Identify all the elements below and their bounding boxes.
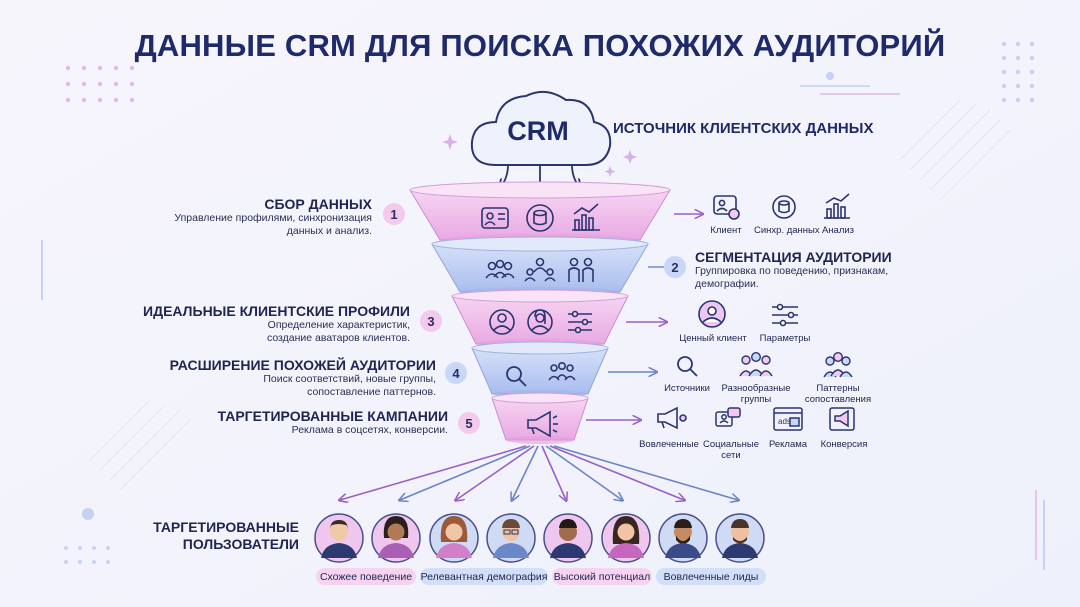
- bar-chart-icon: [572, 203, 600, 231]
- sliders-icon: [568, 310, 592, 334]
- user-avatar-5: [543, 513, 593, 563]
- label-data-sync: Синхр. данных: [754, 225, 820, 236]
- label-analysis: Анализ: [821, 225, 855, 236]
- stage-5-number: 5: [458, 412, 480, 434]
- tag-relevant-demography: Релевантная демография: [420, 568, 548, 585]
- user-avatar-2: [371, 513, 421, 563]
- ads-screen-icon: ads: [773, 407, 803, 431]
- stage-3-text: ИДЕАЛЬНЫЕ КЛИЕНТСКИЕ ПРОФИЛИ Определение…: [143, 303, 410, 345]
- client-profile-icon: [713, 195, 740, 220]
- analytics-icon: [824, 193, 850, 219]
- sparkle-decoration: [442, 134, 637, 177]
- stage-3-number: 3: [420, 310, 442, 332]
- stage-5-desc-line-1: Реклама в соцсетях, конверсии.: [291, 424, 448, 436]
- funnel-layer-4: [471, 341, 609, 398]
- funnel-layer-1: [409, 181, 671, 246]
- social-chat-icon: [715, 407, 741, 427]
- stage-2-desc-line-1: Группировка по поведению, признакам,: [695, 265, 889, 277]
- woman-circle-icon: [527, 309, 553, 335]
- svg-text:ads: ads: [778, 417, 791, 426]
- stage-4-desc-line-1: Поиск соответствий, новые группы,: [263, 373, 436, 385]
- stage-1-text: СБОР ДАННЫХ Управление профилями, синхро…: [174, 196, 372, 238]
- database-sync-icon: [526, 204, 554, 232]
- label-sources: Источники: [664, 383, 710, 394]
- stage-2-text: СЕГМЕНТАЦИЯ АУДИТОРИИ Группировка по пов…: [695, 249, 892, 291]
- funnel-layer-2: [431, 236, 649, 297]
- diverse-groups-icon: [739, 352, 773, 377]
- funnel-layer-5: [491, 392, 589, 444]
- sources-search-icon: [677, 356, 698, 377]
- label-client: Клиент: [710, 225, 742, 236]
- stage-3-desc-line-1: Определение характеристик,: [267, 319, 410, 331]
- group-icon-3: [568, 257, 594, 282]
- user-avatar-8: [715, 513, 765, 563]
- engaged-megaphone-icon: [657, 406, 687, 430]
- user-avatar-6: [601, 513, 651, 563]
- dot-grid-bottom-left: [64, 546, 110, 564]
- stage-1-desc-line-1: Управление профилями, синхронизация: [174, 212, 372, 224]
- page-title: ДАННЫЕ CRM ДЛЯ ПОИСКА ПОХОЖИХ АУДИТОРИЙ: [134, 28, 946, 63]
- crm-label: CRM: [507, 116, 569, 146]
- conversion-megaphone-icon: [829, 407, 855, 431]
- stage-1-title: СБОР ДАННЫХ: [264, 196, 372, 212]
- stage-1-desc-line-2: данных и анализ.: [286, 225, 372, 237]
- stage-5-text: ТАРГЕТИРОВАННЫЕ КАМПАНИИ Реклама в соцсе…: [218, 408, 448, 437]
- stage-3-title: ИДЕАЛЬНЫЕ КЛИЕНТСКИЕ ПРОФИЛИ: [143, 303, 410, 319]
- group-icon-4: [548, 361, 576, 381]
- label-ads: Реклама: [768, 439, 808, 450]
- label-pattern-matching: Паттерны сопоставления: [804, 383, 872, 405]
- group-icon-1: [485, 259, 515, 279]
- stage-2-desc-line-2: демографии.: [695, 278, 759, 290]
- stage-4-title: РАСШИРЕНИЕ ПОХОЖЕЙ АУДИТОРИИ: [169, 357, 436, 373]
- group-icon-2: [524, 257, 556, 282]
- stage-2-title: СЕГМЕНТАЦИЯ АУДИТОРИИ: [695, 249, 892, 265]
- stage-4-number: 4: [445, 362, 467, 384]
- target-users-title-line-2: ПОЛЬЗОВАТЕЛИ: [182, 536, 299, 552]
- target-users-title: ТАРГЕТИРОВАННЫЕ ПОЛЬЗОВАТЕЛИ: [153, 519, 299, 553]
- user-avatar-1: [314, 513, 364, 563]
- label-engaged: Вовлеченные: [639, 439, 699, 450]
- person-circle-icon: [489, 309, 515, 335]
- source-label: ИСТОЧНИК КЛИЕНТСКИХ ДАННЫХ: [613, 120, 874, 137]
- tag-high-potential: Высокий потенциал: [552, 568, 652, 585]
- stage-5-title: ТАРГЕТИРОВАННЫЕ КАМПАНИИ: [217, 408, 448, 424]
- user-avatar-7: [658, 513, 708, 563]
- stage-2-number: 2: [664, 256, 686, 278]
- stage-3-desc-line-2: создание аватаров клиентов.: [266, 332, 410, 344]
- pattern-group-icon: [823, 352, 853, 378]
- label-social-networks: Социальные сети: [702, 439, 760, 461]
- user-avatar-3: [429, 513, 479, 563]
- crm-cloud-icon: [470, 90, 612, 166]
- profile-card-icon: [481, 207, 509, 229]
- stage-1-number: 1: [383, 203, 405, 225]
- ideal-client-icon: [698, 300, 726, 328]
- dot-grid-top-left: [65, 65, 135, 103]
- target-users-title-line-1: ТАРГЕТИРОВАННЫЕ: [153, 519, 299, 535]
- label-parameters: Параметры: [759, 333, 811, 344]
- data-sync-icon: [772, 195, 796, 219]
- stage-4-desc-line-2: сопоставление паттернов.: [307, 386, 436, 398]
- parameters-icon: [772, 303, 798, 327]
- label-conversion: Конверсия: [820, 439, 868, 450]
- search-icon: [506, 366, 527, 387]
- user-avatar-4: [486, 513, 536, 563]
- label-ideal-client: Ценный клиент: [679, 333, 747, 344]
- dot-grid-top-right: [1001, 41, 1035, 103]
- megaphone-icon: [527, 410, 558, 438]
- stage-4-text: РАСШИРЕНИЕ ПОХОЖЕЙ АУДИТОРИИ Поиск соотв…: [170, 357, 436, 399]
- funnel-layer-3: [451, 289, 629, 349]
- label-diverse-groups: Разнообразные группы: [721, 383, 791, 405]
- tag-similar-behavior: Схожее поведение: [316, 568, 416, 585]
- tag-engaged-leads: Вовлеченные лиды: [656, 568, 766, 585]
